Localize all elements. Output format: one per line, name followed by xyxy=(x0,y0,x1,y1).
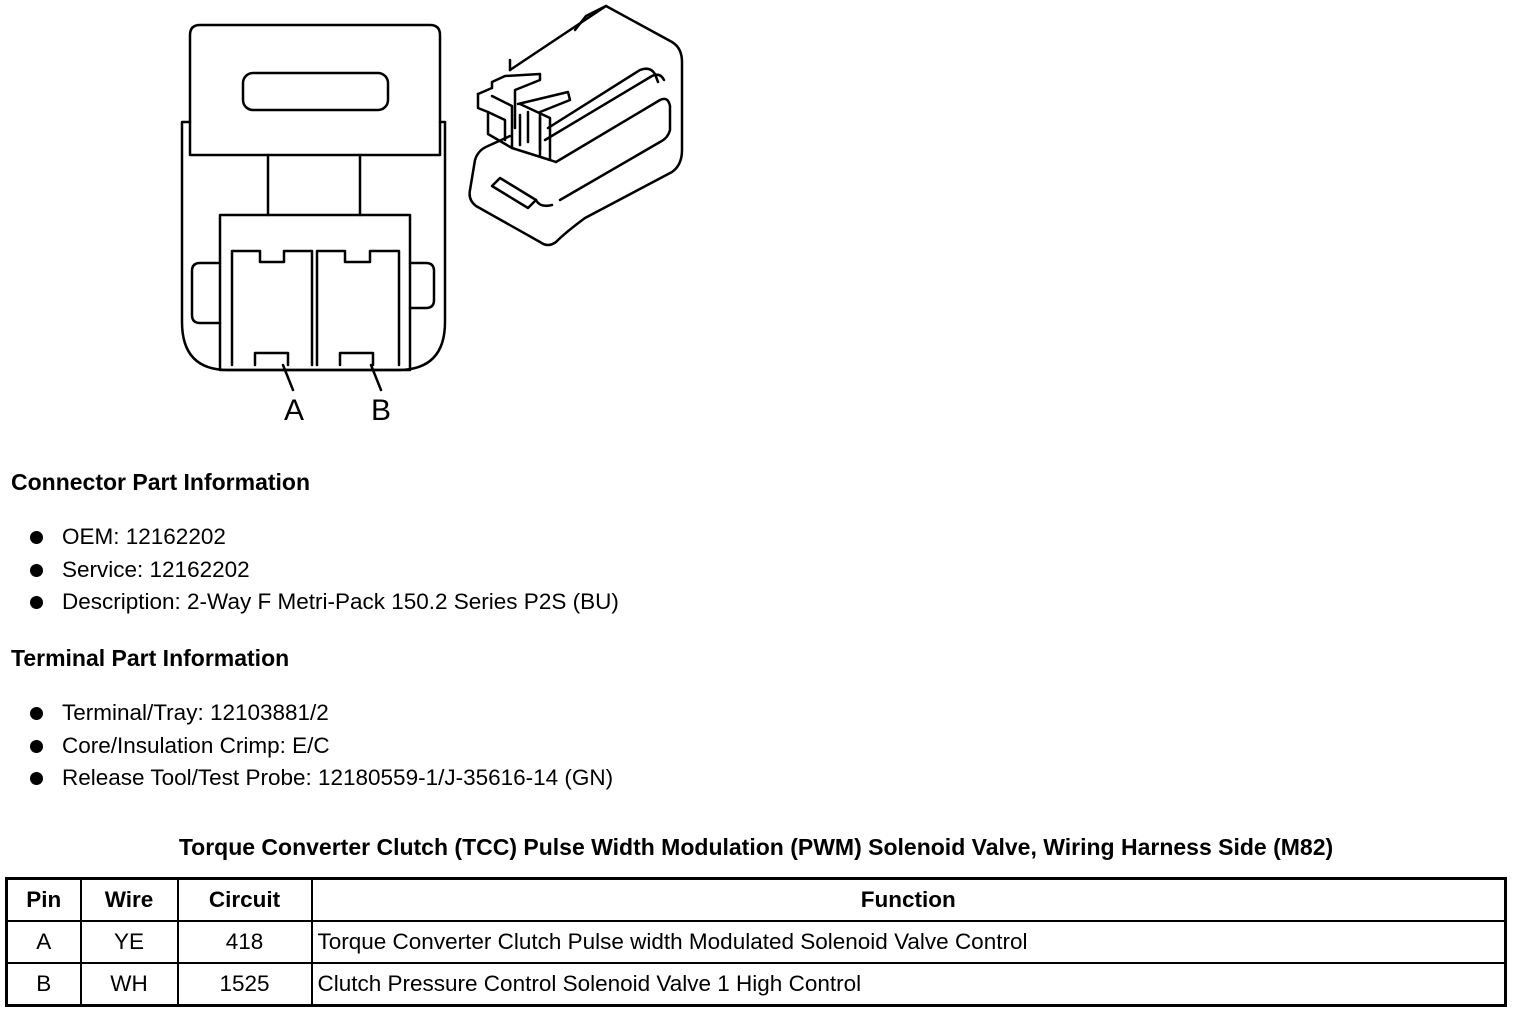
terminal-part-info-heading: Terminal Part Information xyxy=(11,645,290,671)
cell-wire: WH xyxy=(79,962,179,1007)
cell-wire: YE xyxy=(79,920,179,964)
connector-front-view xyxy=(180,23,447,392)
pinout-table-caption: Torque Converter Clutch (TCC) Pulse Widt… xyxy=(178,834,1334,860)
table-row: B WH 1525 Clutch Pressure Control Soleno… xyxy=(5,962,1507,1007)
bullet-icon xyxy=(30,563,43,577)
list-item: OEM: 12162202 xyxy=(0,521,619,554)
column-header-function: Function xyxy=(310,877,1507,922)
column-header-circuit: Circuit xyxy=(176,877,313,922)
list-item: Description: 2-Way F Metri-Pack 150.2 Se… xyxy=(0,586,619,619)
column-header-pin: Pin xyxy=(5,877,82,922)
bullet-icon xyxy=(30,531,43,544)
pinout-table: Pin Wire Circuit Function A YE 418 Torqu… xyxy=(5,877,1507,1007)
table-header-row: Pin Wire Circuit Function xyxy=(5,877,1507,922)
cell-pin: B xyxy=(5,962,82,1007)
bullet-icon xyxy=(30,596,43,610)
cell-circuit: 418 xyxy=(176,920,313,964)
connector-part-info-heading: Connector Part Information xyxy=(11,469,311,495)
table-row: A YE 418 Torque Converter Clutch Pulse w… xyxy=(5,920,1507,964)
terminal-part-info-list: Terminal/Tray: 12103881/2 Core/Insulatio… xyxy=(0,697,613,795)
connector-diagram xyxy=(180,4,684,392)
cell-function: Clutch Pressure Control Solenoid Valve 1… xyxy=(310,962,1507,1007)
connector-isometric-view xyxy=(468,4,684,247)
cell-function: Torque Converter Clutch Pulse width Modu… xyxy=(310,920,1507,964)
list-item: Terminal/Tray: 12103881/2 xyxy=(0,697,613,730)
bullet-icon xyxy=(30,707,43,720)
bullet-icon xyxy=(30,739,43,753)
bullet-icon xyxy=(30,772,43,786)
column-header-wire: Wire xyxy=(79,877,179,922)
cell-circuit: 1525 xyxy=(176,962,313,1007)
connector-part-info-list: OEM: 12162202 Service: 12162202 Descript… xyxy=(0,521,619,619)
pin-label-b: B xyxy=(371,394,392,427)
list-item: Release Tool/Test Probe: 12180559-1/J-35… xyxy=(0,762,613,795)
pin-label-a: A xyxy=(284,394,305,427)
cell-pin: A xyxy=(5,920,82,964)
list-item: Service: 12162202 xyxy=(0,554,619,587)
list-item: Core/Insulation Crimp: E/C xyxy=(0,730,613,763)
